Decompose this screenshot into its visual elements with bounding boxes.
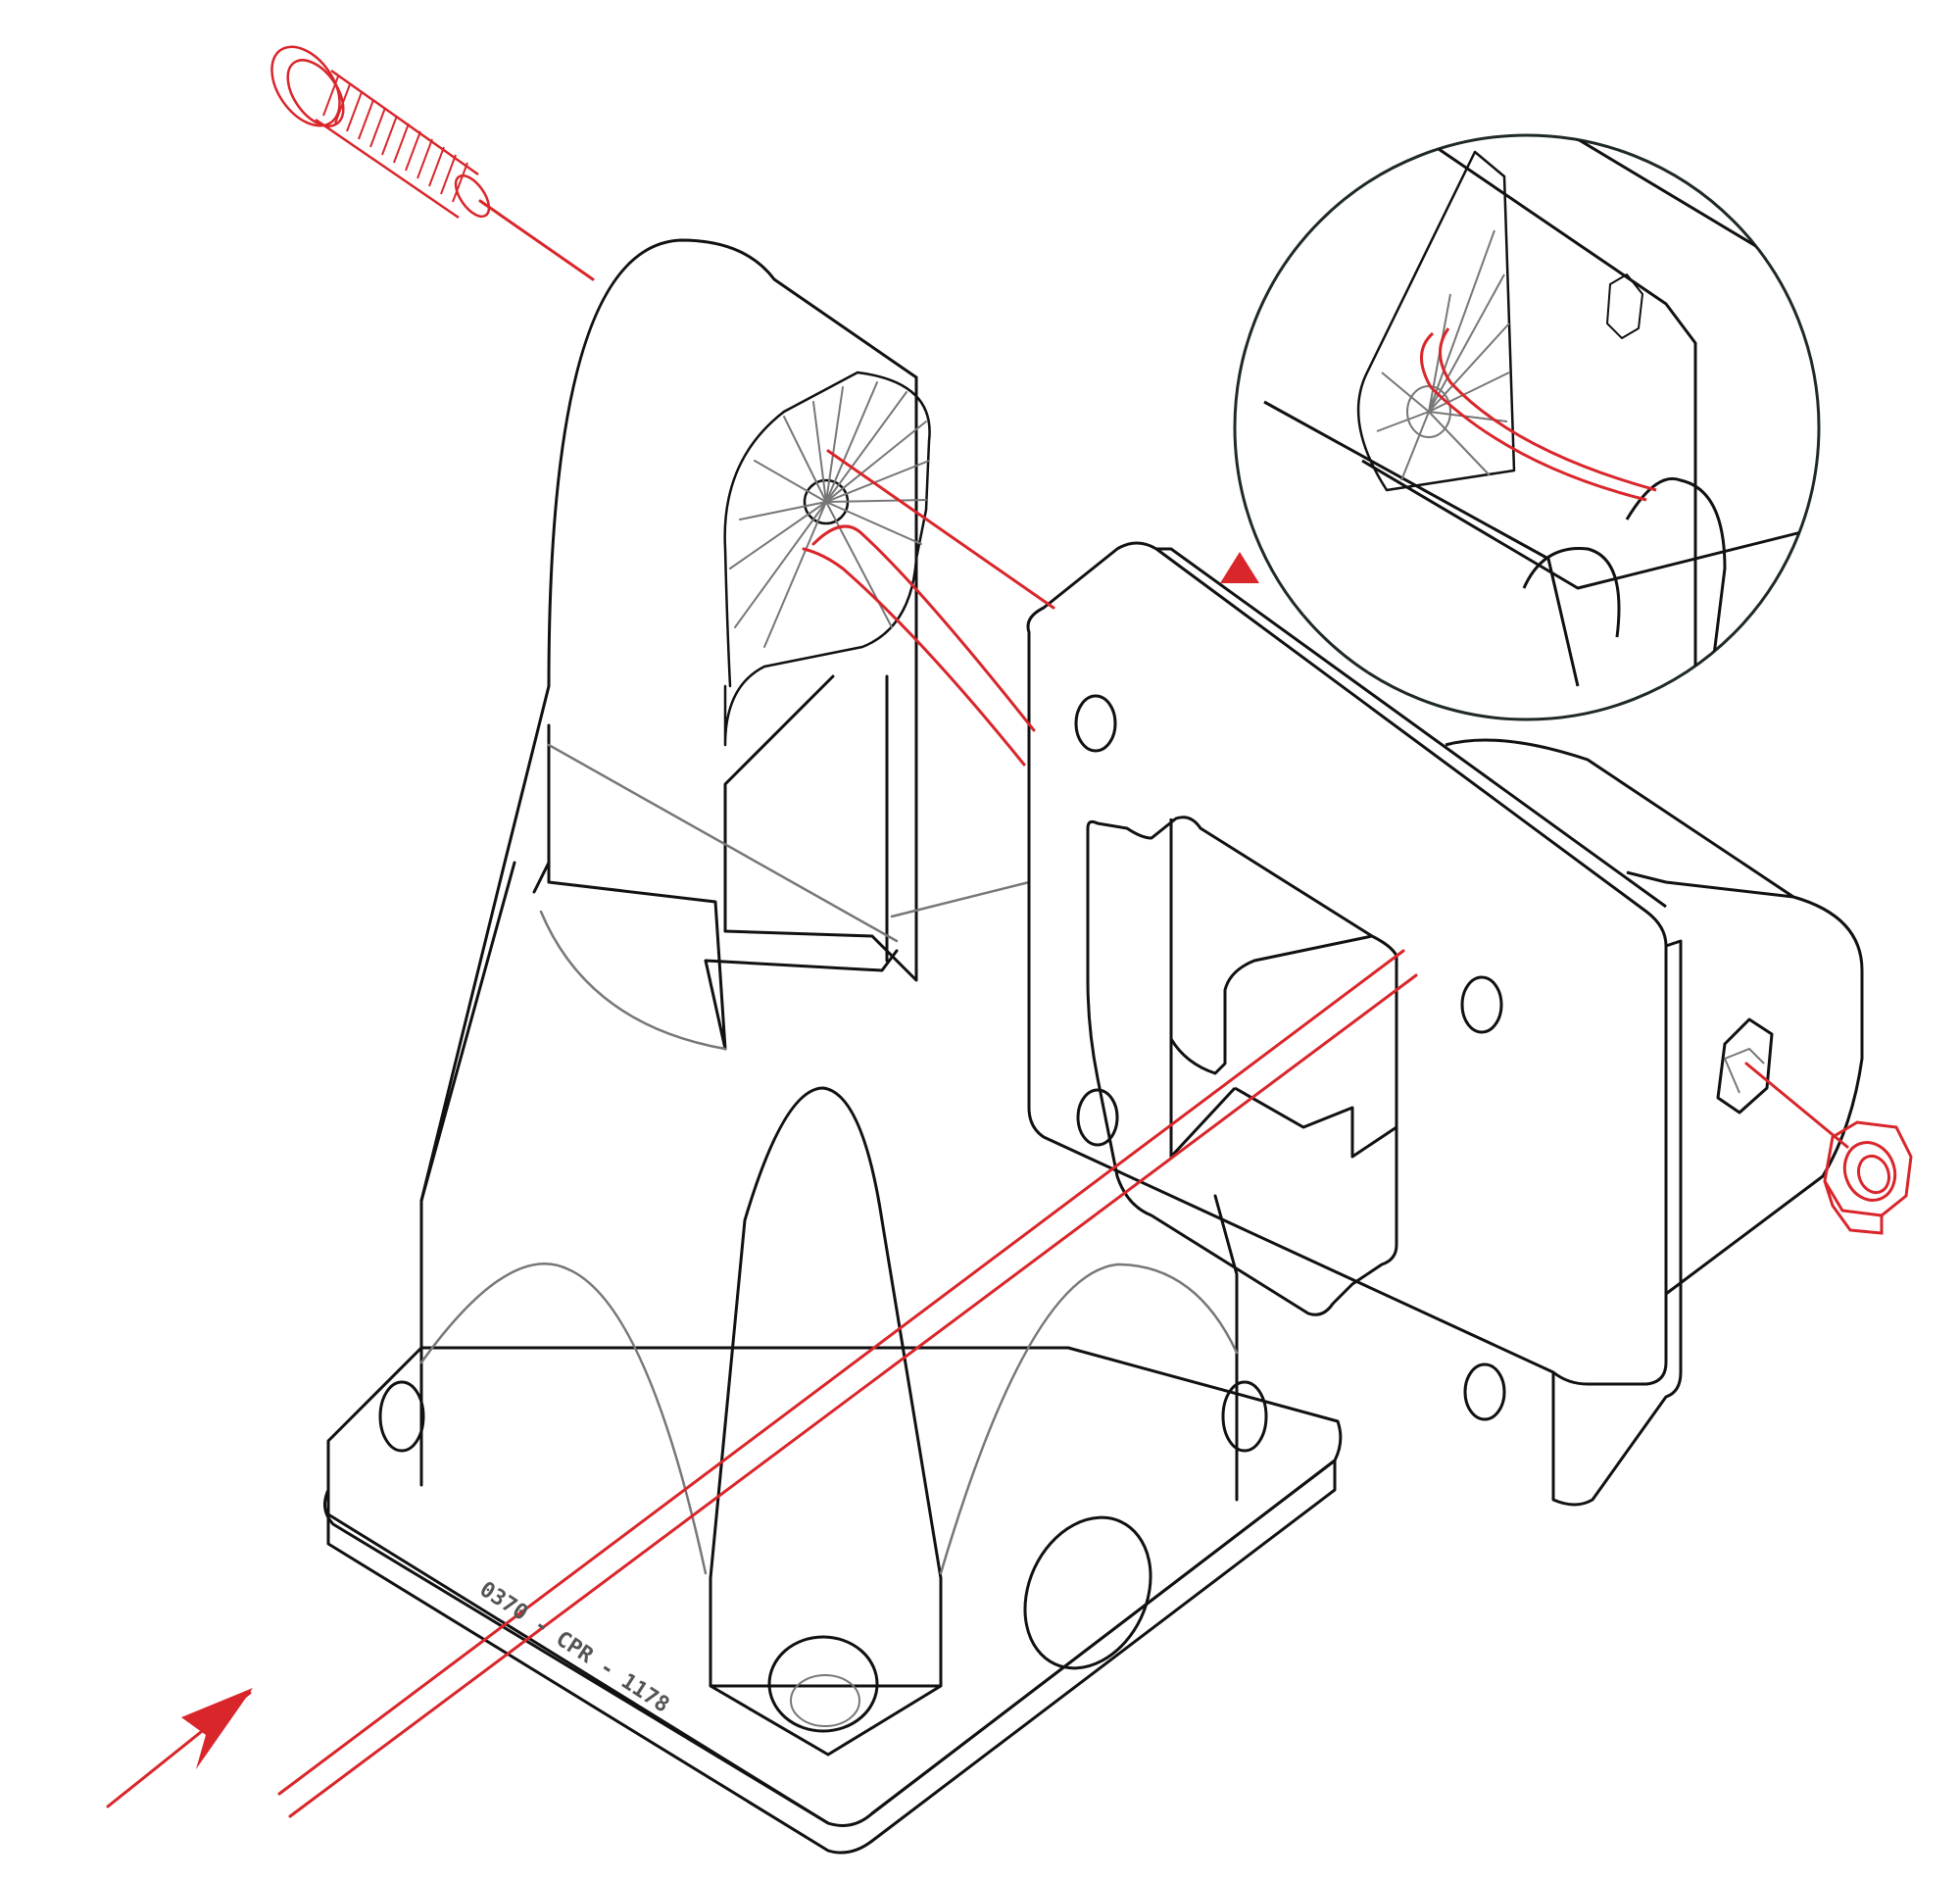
serration-lines <box>729 381 930 648</box>
rear-hex-recess <box>1716 1017 1774 1114</box>
assembly-overlay <box>106 199 1849 1818</box>
screw-shank <box>315 69 479 220</box>
nut-hex-outline <box>1823 1120 1913 1217</box>
assembly-line-screw <box>478 199 595 281</box>
detail-ring <box>1233 133 1821 721</box>
detail-lug <box>1522 477 1727 719</box>
assembly-line-head-3 <box>802 547 1026 767</box>
tower-right-edge <box>1213 1194 1239 1502</box>
square-flange-adapter <box>1026 541 1864 1507</box>
flange-hole-tr <box>1460 975 1503 1034</box>
screw-threads <box>322 75 468 203</box>
assembly-line-nut <box>1744 1062 1849 1149</box>
base-plate-top <box>322 1346 1343 1827</box>
assembly-line-head-1 <box>826 449 1055 610</box>
flange-hole-tl <box>1074 694 1117 753</box>
assembly-line-rod-bottom <box>288 973 1418 1818</box>
flange-hole-br <box>1463 1362 1506 1421</box>
base-hole-left <box>378 1380 425 1453</box>
triangle-marker-icon <box>1220 552 1259 583</box>
flange-pocket-inner <box>1169 818 1373 1075</box>
detail-diagonal-2 <box>1361 459 1814 590</box>
screw-head <box>270 45 341 127</box>
hidden-arcs <box>419 743 1239 1575</box>
rear-hex-inner <box>1724 1048 1765 1094</box>
flange-pocket <box>1086 816 1398 1316</box>
nut-side <box>1823 1180 1884 1235</box>
flange-front-face <box>1026 541 1668 1386</box>
front-block <box>709 1576 943 1757</box>
tower-left-taper <box>419 861 516 1203</box>
base-plate-side <box>326 1459 1337 1855</box>
assembly-line-head-2 <box>811 524 1036 732</box>
front-hole-outer <box>767 1635 879 1733</box>
tower-left-edge <box>419 238 918 1487</box>
head-lower-cut <box>532 723 899 1051</box>
hex-nut <box>1823 1120 1913 1235</box>
bracket-base <box>322 238 1343 1855</box>
screw-head-face <box>286 59 345 127</box>
nut-bore-outer <box>1842 1141 1897 1202</box>
circular-detail-callout <box>1233 133 1821 721</box>
threaded-screw <box>270 45 491 220</box>
side-bore <box>1023 1515 1152 1670</box>
screw-tip <box>454 173 491 219</box>
detail-red-lines <box>1420 327 1657 502</box>
flange-hole-bl <box>1076 1088 1119 1147</box>
head-opening <box>723 375 918 982</box>
flange-side <box>1156 547 1683 1507</box>
base-hole-right <box>1221 1380 1268 1453</box>
arrow-head-icon <box>181 1688 253 1769</box>
front-rib <box>709 1086 943 1580</box>
detail-raised-pad <box>1356 150 1516 492</box>
rear-housing <box>1445 738 1864 1296</box>
nut-bore-inner <box>1856 1154 1891 1195</box>
detail-hex <box>1606 273 1643 339</box>
part-number-label: 0370 - CPR - 1178 <box>475 1577 673 1718</box>
assembly-line-rod-top <box>277 949 1405 1796</box>
front-hole-inner <box>790 1674 860 1727</box>
detail-plate-edge <box>1435 145 1697 719</box>
